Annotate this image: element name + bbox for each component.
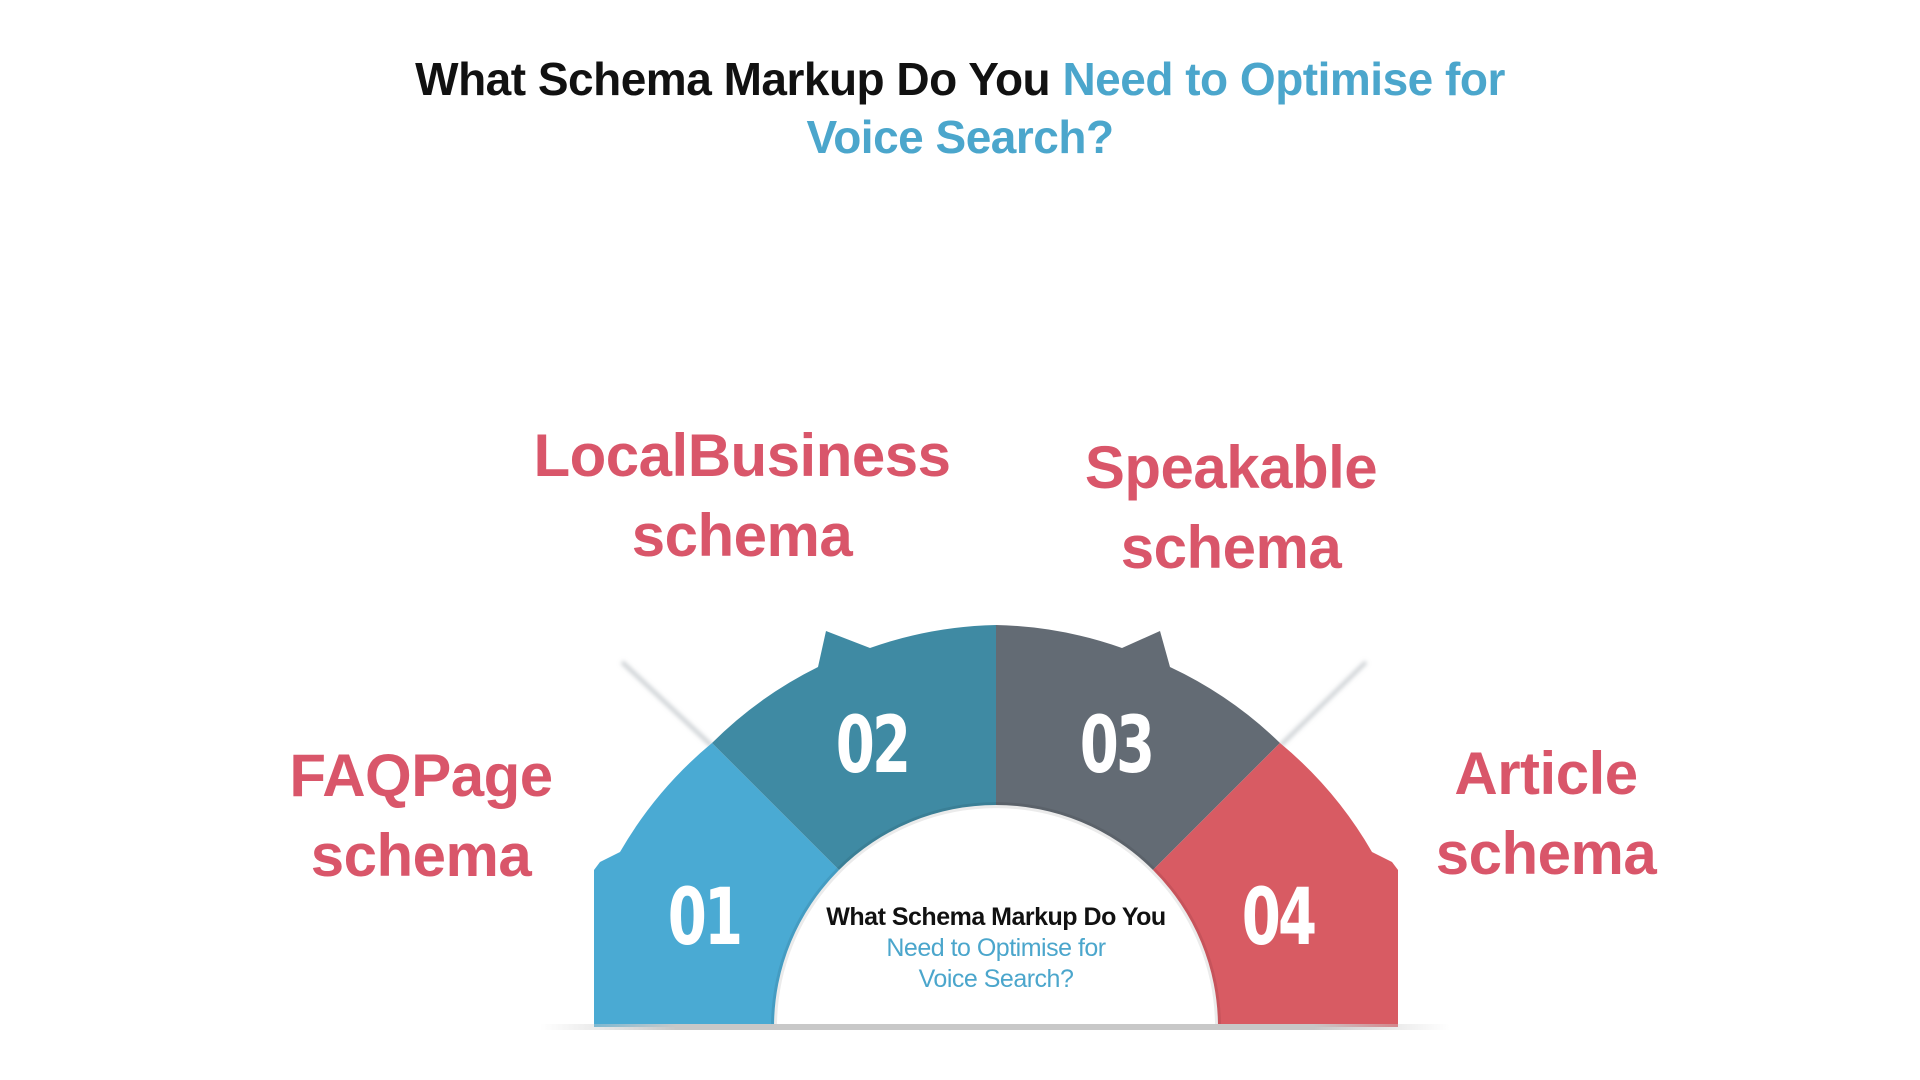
divider-shadow-left (620, 660, 714, 748)
label-speakable-line-1: Speakable (1084, 434, 1378, 501)
page-title: What Schema Markup Do You Need to Optimi… (0, 50, 1920, 166)
label-speakable-line-2: schema (1120, 514, 1342, 581)
segment-01 (594, 743, 839, 1027)
title-dark-part: What Schema Markup Do You (415, 53, 1051, 105)
label-article-line-1: Article (1454, 740, 1638, 807)
inner-arc-shadow (771, 802, 1221, 1028)
title-accent-part-1: Need to Optimise for (1062, 53, 1505, 105)
segment-01-number: 01 (667, 873, 743, 963)
label-localbusiness-line-1: LocalBusiness (533, 422, 952, 489)
segment-04-number: 04 (1241, 873, 1317, 963)
center-caption: What Schema Markup Do You Need to Optimi… (826, 902, 1166, 995)
segment-02 (712, 625, 996, 870)
label-speakable: Speakable schema (1084, 428, 1378, 588)
title-accent-part-2: Voice Search? (806, 111, 1114, 163)
label-faqpage-line-1: FAQPage (289, 742, 553, 809)
center-caption-line-3: Voice Search? (918, 965, 1074, 993)
label-article: Article schema (1435, 734, 1657, 894)
center-caption-line-2: Need to Optimise for (886, 934, 1106, 962)
label-article-line-2: schema (1435, 820, 1657, 887)
segment-04 (1153, 743, 1398, 1027)
label-faqpage-line-2: schema (310, 822, 532, 889)
title-line-1: What Schema Markup Do You Need to Optimi… (0, 50, 1920, 108)
center-caption-line-1: What Schema Markup Do You (826, 903, 1166, 931)
base-shadow (540, 1024, 1450, 1030)
segment-02-number: 02 (835, 701, 911, 791)
segment-03-number: 03 (1079, 701, 1155, 791)
segment-03 (996, 625, 1280, 870)
divider-shadow-right (1278, 660, 1368, 748)
label-localbusiness-line-2: schema (631, 502, 853, 569)
label-faqpage: FAQPage schema (289, 736, 553, 896)
label-localbusiness: LocalBusiness schema (533, 416, 952, 576)
